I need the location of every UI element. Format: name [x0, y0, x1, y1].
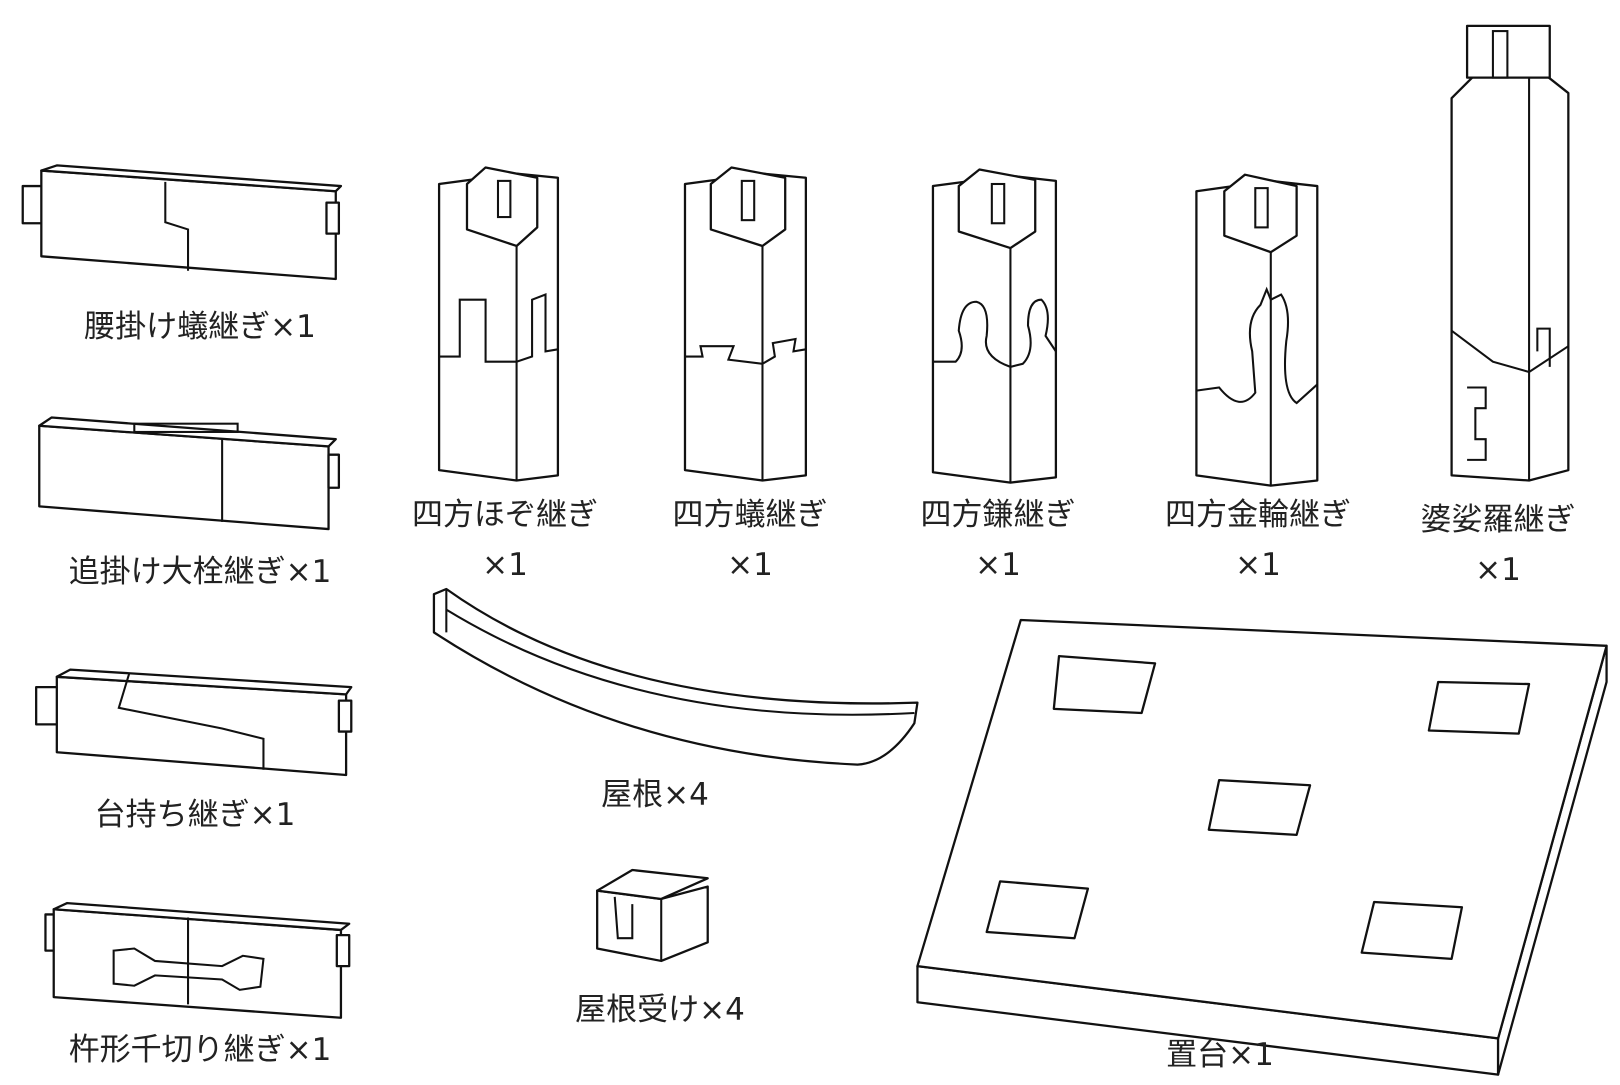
label-yane: 屋根×4 [601, 777, 709, 813]
label-kinegata-chigiri: 杵形千切り継ぎ×1 [68, 1032, 332, 1068]
label-shiho-ari-qty: ×1 [727, 547, 773, 583]
label-oikake-daisen: 追掛け大栓継ぎ×1 [68, 554, 332, 590]
label-okidai: 置台×1 [1166, 1037, 1274, 1073]
label-shiho-kanawa-qty: ×1 [1235, 547, 1281, 583]
label-shiho-ari: 四方蟻継ぎ ×1 [630, 490, 870, 590]
label-koshikake-ari: 腰掛け蟻継ぎ×1 [84, 309, 316, 345]
label-shiho-hozo-name: 四方ほぞ継ぎ [412, 497, 598, 533]
shiho-kanawa-column [1195, 173, 1319, 487]
label-shiho-kama-name: 四方鎌継ぎ [920, 497, 1076, 533]
label-shiho-kama-qty: ×1 [975, 547, 1021, 583]
label-daimochi: 台持ち継ぎ×1 [94, 797, 296, 833]
label-shagara-name: 婆娑羅継ぎ [1420, 502, 1576, 538]
shiho-hozo-column [437, 166, 560, 482]
label-shiho-hozo-qty: ×1 [482, 547, 528, 583]
koshikake-ari-beam [21, 164, 343, 281]
label-shiho-kanawa-name: 四方金輪継ぎ [1165, 497, 1351, 533]
label-shagara: 婆娑羅継ぎ ×1 [1378, 495, 1618, 595]
shagara-column [1450, 24, 1570, 482]
kinegata-chigiri-beam [44, 901, 351, 1019]
label-shagara-qty: ×1 [1475, 552, 1521, 588]
label-yaneuke: 屋根受け×4 [575, 992, 745, 1028]
yane-roof-piece [432, 587, 919, 766]
shiho-kama-column [931, 168, 1058, 484]
yaneuke-block [596, 868, 709, 963]
label-shiho-hozo: 四方ほぞ継ぎ ×1 [385, 490, 625, 590]
okidai-base [916, 618, 1608, 1076]
oikake-daisen-beam [38, 416, 341, 531]
label-shiho-kanawa: 四方金輪継ぎ ×1 [1138, 490, 1378, 590]
daimochi-beam [35, 668, 353, 777]
label-shiho-kama: 四方鎌継ぎ ×1 [878, 490, 1118, 590]
label-shiho-ari-name: 四方蟻継ぎ [672, 497, 828, 533]
shiho-ari-column [683, 166, 808, 482]
